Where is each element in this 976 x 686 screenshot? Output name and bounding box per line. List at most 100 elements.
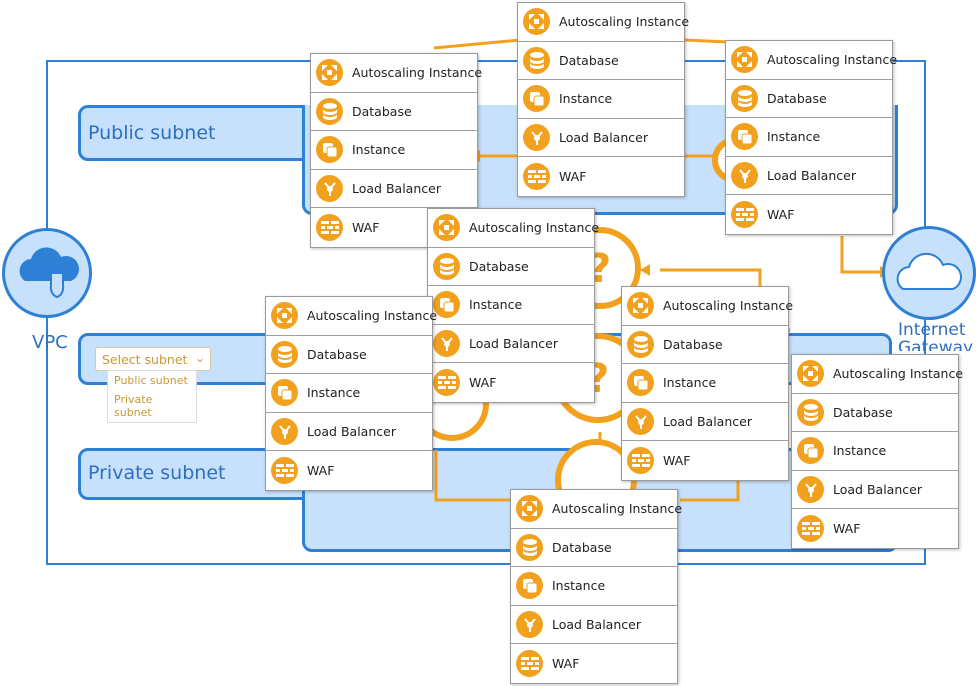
- menu-item-load-balancer[interactable]: Load Balancer: [311, 170, 477, 209]
- menu-item-autoscaling[interactable]: Autoscaling Instance: [792, 355, 963, 394]
- menu-item-instance[interactable]: Instance: [266, 374, 432, 413]
- menu-item-label: Autoscaling Instance: [767, 52, 898, 68]
- menu-item-waf[interactable]: WAF: [726, 195, 892, 234]
- waf-icon: [523, 163, 550, 191]
- menu-item-instance[interactable]: Instance: [518, 80, 684, 119]
- chevron-down-icon: ⌄: [194, 351, 205, 365]
- database-icon: [271, 340, 298, 368]
- menu-item-label: WAF: [307, 463, 335, 479]
- menu-item-database[interactable]: Database: [792, 394, 958, 433]
- menu-item-label: Database: [352, 103, 412, 119]
- menu-item-database[interactable]: Database: [518, 42, 684, 81]
- menu-item-database[interactable]: Database: [622, 326, 788, 365]
- waf-icon: [627, 447, 654, 475]
- menu-item-label: Autoscaling Instance: [552, 501, 683, 517]
- menu-item-instance[interactable]: Instance: [511, 567, 677, 606]
- waf-icon: [316, 214, 343, 242]
- autoscaling-icon: [731, 46, 758, 74]
- menu-item-label: WAF: [352, 220, 380, 236]
- instance-icon: [271, 379, 298, 407]
- subnet-option-private[interactable]: Private subnet: [114, 393, 153, 419]
- autoscaling-icon: [433, 214, 460, 242]
- menu-item-label: Database: [663, 336, 723, 352]
- menu-item-waf[interactable]: WAF: [428, 363, 594, 402]
- menu-item-instance[interactable]: Instance: [622, 364, 788, 403]
- menu-item-waf[interactable]: WAF: [622, 441, 788, 480]
- public-subnet-label: Public subnet: [88, 122, 216, 144]
- menu-item-label: Database: [307, 346, 367, 362]
- instance-icon: [516, 572, 543, 600]
- autoscaling-icon: [627, 292, 654, 320]
- autoscaling-icon: [797, 360, 824, 388]
- menu-item-autoscaling[interactable]: Autoscaling Instance: [428, 209, 599, 248]
- menu-item-instance[interactable]: Instance: [792, 432, 958, 471]
- load-balancer-icon: [523, 124, 550, 152]
- menu-item-label: Instance: [352, 142, 406, 158]
- menu-item-autoscaling[interactable]: Autoscaling Instance: [266, 297, 437, 336]
- menu-item-instance[interactable]: Instance: [311, 131, 477, 170]
- menu-item-label: Autoscaling Instance: [307, 308, 438, 324]
- menu-item-label: Database: [469, 258, 529, 274]
- subnet-select-options: Public subnet Private subnet: [107, 370, 197, 423]
- menu-item-waf[interactable]: WAF: [511, 644, 677, 683]
- subnet-option-public[interactable]: Public subnet: [114, 374, 188, 387]
- subnet-select-placeholder: Select subnet: [102, 351, 188, 367]
- database-icon: [316, 97, 343, 125]
- menu-item-instance[interactable]: Instance: [428, 286, 594, 325]
- menu-item-label: Autoscaling Instance: [469, 220, 600, 236]
- waf-icon: [731, 201, 758, 229]
- load-balancer-icon: [516, 611, 543, 639]
- menu-item-load-balancer[interactable]: Load Balancer: [518, 119, 684, 158]
- menu-item-autoscaling[interactable]: Autoscaling Instance: [518, 3, 689, 42]
- vpc-cloud-icon[interactable]: [2, 228, 92, 318]
- menu-item-label: Autoscaling Instance: [352, 65, 483, 81]
- menu-item-load-balancer[interactable]: Load Balancer: [428, 325, 594, 364]
- database-icon: [433, 252, 460, 280]
- menu-item-waf[interactable]: WAF: [311, 208, 477, 247]
- database-icon: [627, 330, 654, 358]
- menu-item-load-balancer[interactable]: Load Balancer: [511, 606, 677, 645]
- subnet-select[interactable]: Select subnet ⌄: [95, 347, 211, 371]
- menu-item-autoscaling[interactable]: Autoscaling Instance: [622, 287, 793, 326]
- menu-item-database[interactable]: Database: [266, 336, 432, 375]
- menu-item-load-balancer[interactable]: Load Balancer: [622, 403, 788, 442]
- menu-item-database[interactable]: Database: [511, 529, 677, 568]
- menu-item-waf[interactable]: WAF: [792, 509, 958, 548]
- menu-item-database[interactable]: Database: [428, 248, 594, 287]
- menu-item-label: Instance: [552, 578, 606, 594]
- menu-item-database[interactable]: Database: [311, 93, 477, 132]
- internet-gateway-label-line2: Gateway: [898, 339, 974, 351]
- autoscaling-icon: [516, 495, 543, 523]
- menu-item-label: Database: [833, 404, 893, 420]
- instance-icon: [731, 123, 758, 151]
- menu-item-waf[interactable]: WAF: [266, 451, 432, 490]
- menu-item-label: Database: [559, 52, 619, 68]
- menu-item-label: Database: [767, 90, 827, 106]
- menu-item-database[interactable]: Database: [726, 80, 892, 119]
- menu-item-autoscaling[interactable]: Autoscaling Instance: [511, 490, 682, 529]
- waf-icon: [433, 369, 460, 397]
- menu-item-label: Load Balancer: [767, 168, 856, 184]
- menu-item-waf[interactable]: WAF: [518, 157, 684, 196]
- autoscaling-icon: [316, 59, 343, 87]
- menu-item-autoscaling[interactable]: Autoscaling Instance: [726, 41, 897, 80]
- instance-icon: [627, 369, 654, 397]
- menu-item-label: Load Balancer: [307, 424, 396, 440]
- internet-gateway-cloud-icon[interactable]: [882, 226, 976, 320]
- menu-item-load-balancer[interactable]: Load Balancer: [792, 471, 958, 510]
- menu-item-instance[interactable]: Instance: [726, 118, 892, 157]
- load-balancer-icon: [627, 408, 654, 436]
- database-icon: [523, 46, 550, 74]
- menu-item-label: WAF: [559, 169, 587, 185]
- menu-item-label: Instance: [663, 375, 717, 391]
- menu-item-load-balancer[interactable]: Load Balancer: [266, 413, 432, 452]
- autoscaling-icon: [271, 302, 298, 330]
- menu-item-label: Load Balancer: [663, 414, 752, 430]
- menu-item-load-balancer[interactable]: Load Balancer: [726, 157, 892, 196]
- menu-item-autoscaling[interactable]: Autoscaling Instance: [311, 54, 482, 93]
